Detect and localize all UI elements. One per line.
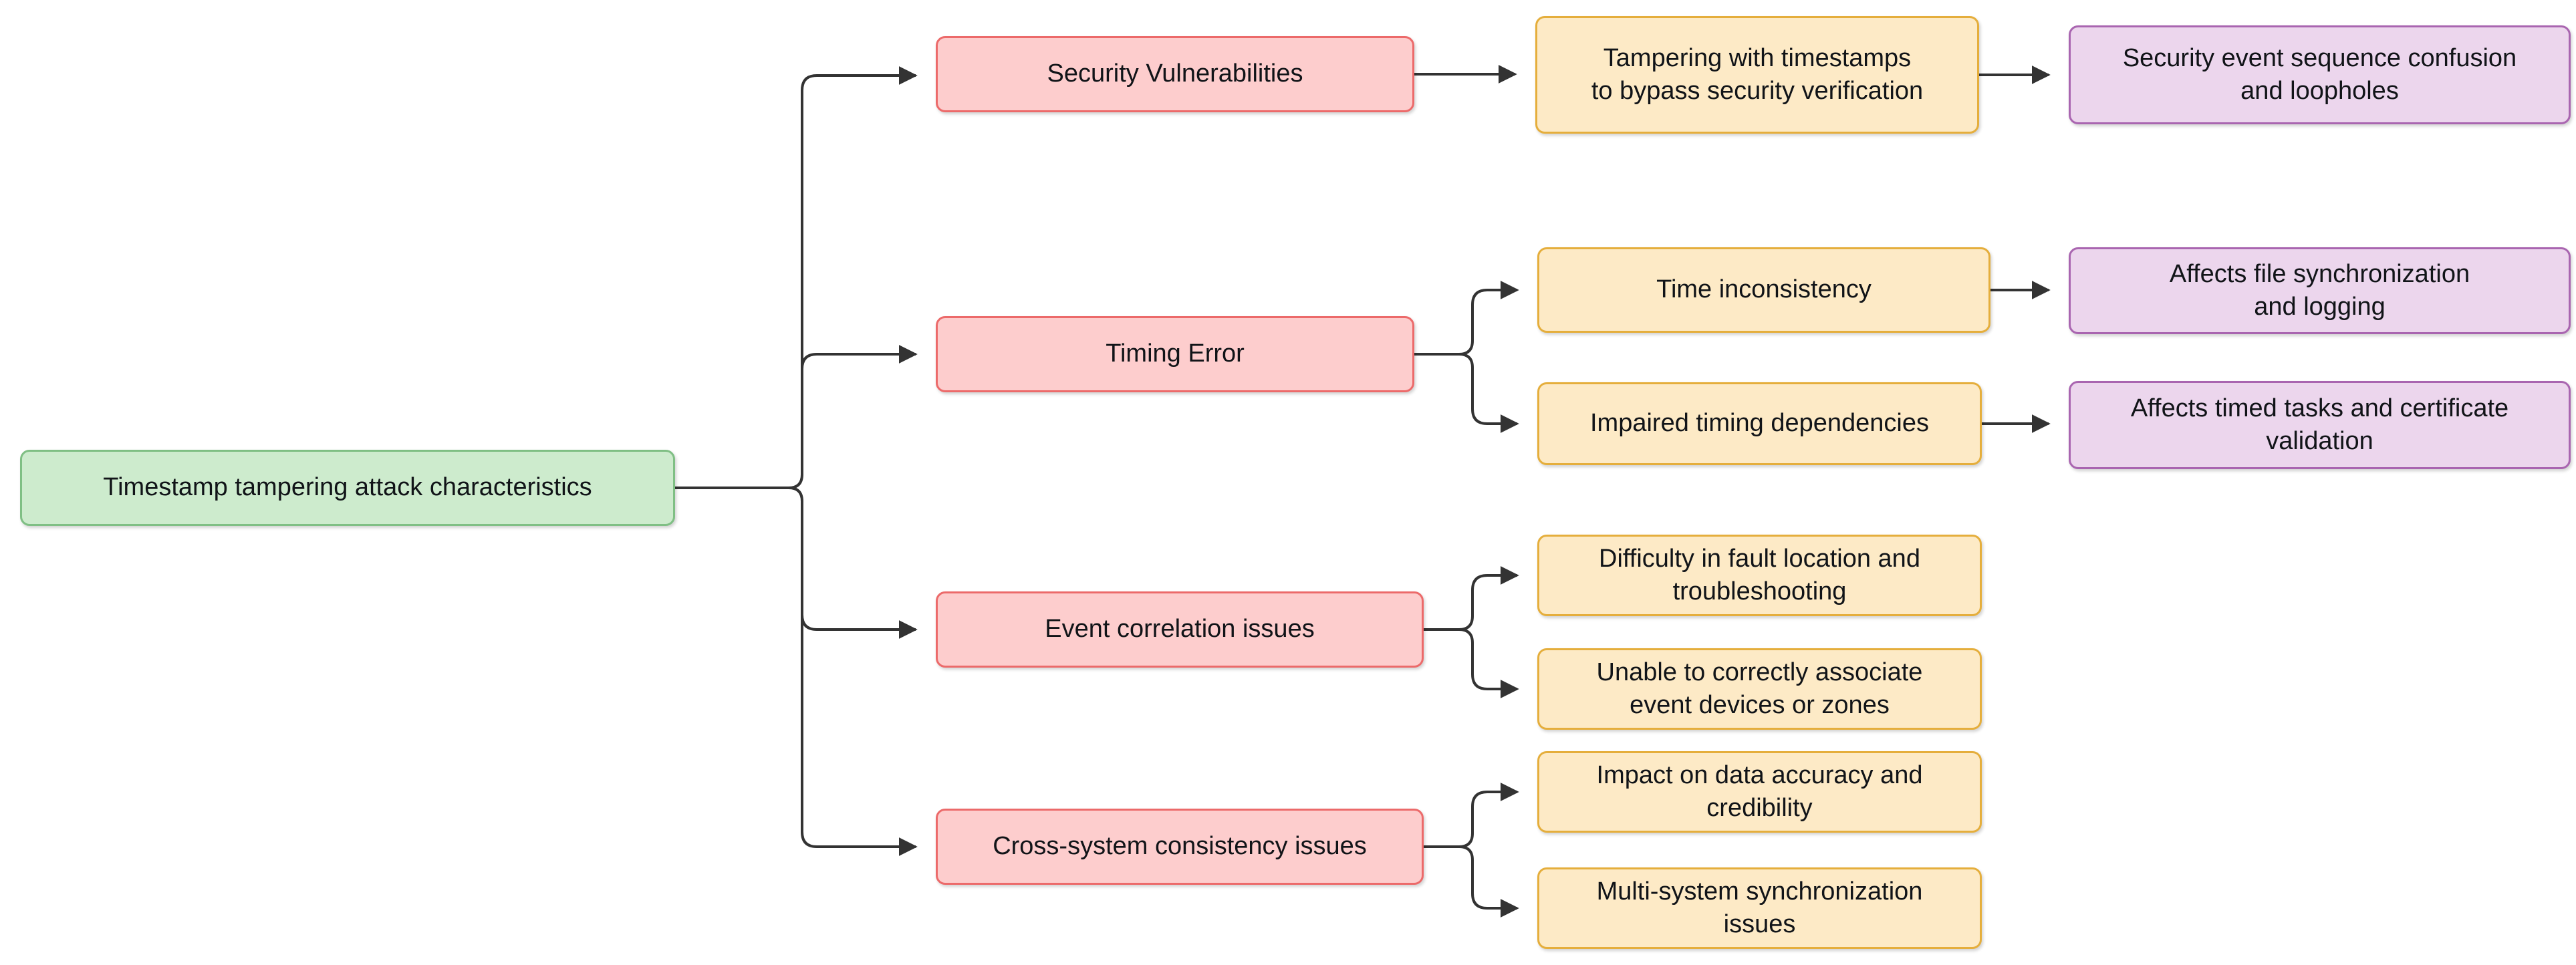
- edge-cat4-fork-down: [1424, 845, 1474, 861]
- node-cat3[interactable]: Event correlation issues: [936, 591, 1424, 668]
- node-root[interactable]: Timestamp tampering attack characteristi…: [20, 450, 675, 526]
- node-det3a[interactable]: Difficulty in fault location and trouble…: [1537, 535, 1982, 616]
- node-cat4[interactable]: Cross-system consistency issues: [936, 809, 1424, 885]
- edge-cat4-fork-up: [1424, 833, 1474, 848]
- node-imp2b[interactable]: Affects timed tasks and certificate vali…: [2069, 381, 2571, 469]
- node-imp1[interactable]: Security event sequence confusion and lo…: [2069, 25, 2571, 124]
- edge-root-to-cat2: [801, 345, 918, 474]
- edge-cat4-to-det4a: [1471, 783, 1519, 833]
- edge-root-to-cat4: [801, 501, 918, 856]
- edge-root-spine-lower: [675, 487, 803, 502]
- edge-root-to-cat3: [801, 501, 918, 639]
- node-det2a[interactable]: Time inconsistency: [1537, 247, 1990, 333]
- edge-cat3-fork-down: [1424, 628, 1474, 644]
- node-det4a[interactable]: Impact on data accuracy and credibility: [1537, 751, 1982, 833]
- node-cat2[interactable]: Timing Error: [936, 316, 1414, 392]
- edge-cat2-fork-down: [1414, 353, 1474, 368]
- edge-cat4-to-det4b: [1471, 860, 1519, 918]
- edge-cat2-to-det2b: [1471, 368, 1519, 433]
- node-det4b[interactable]: Multi-system synchronization issues: [1537, 867, 1982, 949]
- edge-cat3-to-det3b: [1471, 643, 1519, 698]
- node-det1[interactable]: Tampering with timestamps to bypass secu…: [1535, 16, 1979, 134]
- node-det3b[interactable]: Unable to correctly associate event devi…: [1537, 648, 1982, 730]
- node-cat1[interactable]: Security Vulnerabilities: [936, 36, 1414, 112]
- edge-root-spine: [675, 474, 803, 489]
- node-det2b[interactable]: Impaired timing dependencies: [1537, 382, 1982, 465]
- edge-root-to-cat1: [801, 66, 918, 474]
- edge-cat3-to-det3a: [1471, 566, 1519, 616]
- edge-cat3-fork-up: [1424, 615, 1474, 631]
- node-imp2a[interactable]: Affects file synchronization and logging: [2069, 247, 2571, 334]
- edge-cat2-to-det2a: [1471, 281, 1519, 341]
- edge-cat2-fork-up: [1414, 340, 1474, 356]
